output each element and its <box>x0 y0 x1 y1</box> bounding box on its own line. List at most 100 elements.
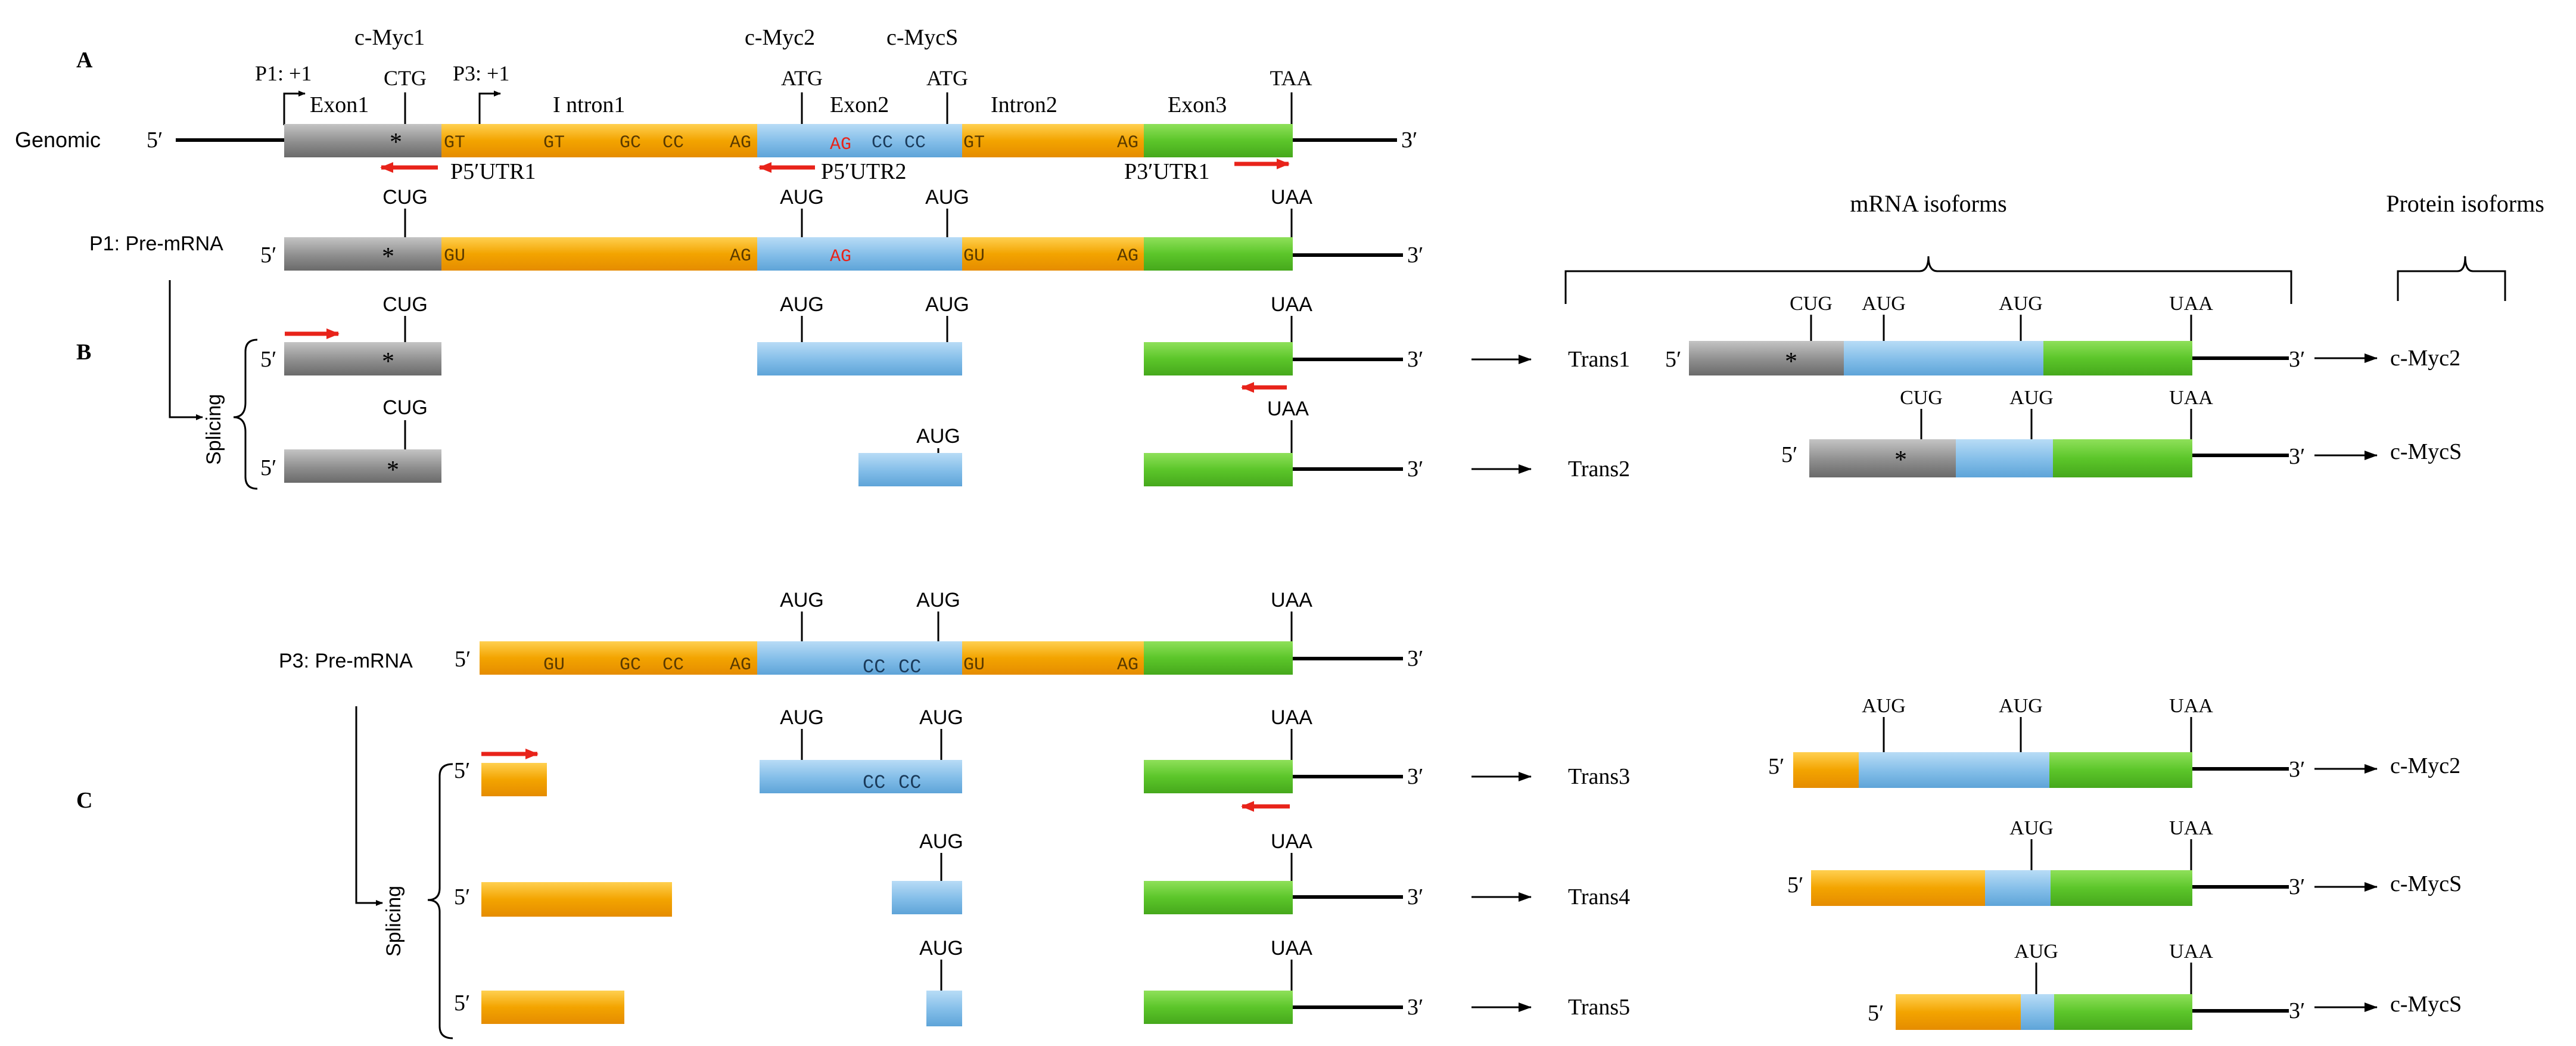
promoter-p1-label: P1: +1 <box>255 61 312 85</box>
p1-ag-2: AG <box>1117 246 1138 266</box>
promoter-p3-label: P3: +1 <box>453 61 509 85</box>
c2-three-prime: 3′ <box>1407 884 1423 910</box>
exon2-label: Exon2 <box>830 92 889 117</box>
intron1-box <box>441 124 757 157</box>
c3-iso-three-prime: 3′ <box>2289 998 2305 1023</box>
c3-5utr <box>481 991 624 1024</box>
c1-exon3 <box>1144 760 1293 793</box>
p3-splicing-arrow <box>355 706 383 906</box>
c-row-trans4: AUG UAA 5′ 3′ Trans4 AUG UAA 5′ 3′ c-Myc… <box>454 817 2462 917</box>
b1-iso-green <box>2043 341 2192 375</box>
c1-uaa-label: UAA <box>1271 706 1312 729</box>
exon2-box <box>757 124 962 157</box>
motif-cc-1: CC <box>662 133 684 153</box>
c1-cc-2: CC <box>898 772 921 794</box>
p3-splicing-label: Splicing <box>382 886 405 957</box>
c3-exon2 <box>926 991 962 1026</box>
c3-uaa-label: UAA <box>1271 937 1312 960</box>
c1-aug-label-1: AUG <box>780 706 824 729</box>
mrna-isoforms-header: mRNA isoforms <box>1850 190 2006 217</box>
c2-trans-label: Trans4 <box>1568 884 1630 910</box>
b1-cug-label: CUG <box>382 293 428 316</box>
b2-iso-gray <box>1809 439 1956 477</box>
p3-gc: GC <box>620 655 641 675</box>
c2-iso-uaa-label: UAA <box>2169 817 2213 839</box>
b1-uaa-label: UAA <box>1271 293 1312 316</box>
c1-three-prime: 3′ <box>1407 764 1423 789</box>
exon1-label: Exon1 <box>310 92 369 117</box>
p1-intron2 <box>962 237 1144 271</box>
motif-gc: GC <box>620 133 641 153</box>
c1-iso-orange <box>1793 752 1859 788</box>
b2-iso-star: * <box>1894 446 1907 474</box>
b2-iso-aug-label: AUG <box>2009 387 2054 409</box>
b-row-trans1: CUG AUG AUG UAA 5′ * 3′ Trans1 CUG AUG A… <box>260 293 2460 393</box>
panel-label-a: A <box>76 48 93 73</box>
c1-trans-label: Trans3 <box>1568 764 1630 789</box>
c3-five-prime: 5′ <box>454 991 470 1016</box>
b1-iso-aug-label-1: AUG <box>1862 293 1906 315</box>
p1-aug-label-2: AUG <box>925 186 969 209</box>
c2-iso-green <box>2051 870 2192 906</box>
p3-ag-1: AG <box>730 655 751 675</box>
b1-star: * <box>382 348 394 375</box>
p1-pre-mrna-label: P1: Pre-mRNA <box>89 232 223 255</box>
genomic-five-prime: 5′ <box>147 128 163 153</box>
p1-gu-1: GU <box>444 246 465 266</box>
b2-exon3 <box>1144 453 1293 486</box>
p1-exon2 <box>757 237 962 271</box>
p1-uaa-label: UAA <box>1271 186 1312 209</box>
c-row-trans5: AUG UAA 5′ 3′ Trans5 AUG UAA 5′ 3′ c-Myc… <box>454 937 2462 1030</box>
motif-gt-1: GT <box>444 133 465 153</box>
b1-aug-label-1: AUG <box>780 293 824 316</box>
primer-p3utr1-label: P3′UTR1 <box>1124 159 1209 184</box>
p1-splicing-arrow <box>169 280 203 420</box>
c2-iso-orange <box>1811 870 1985 906</box>
intron2-box <box>962 124 1144 157</box>
p1-pre-mrna: CUG AUG AUG UAA P1: Pre-mRNA 5′ 3′ * GU … <box>89 186 1423 490</box>
b2-iso-cug-label: CUG <box>1900 387 1943 409</box>
p3-gu-2: GU <box>963 655 985 675</box>
p1-gu-2: GU <box>963 246 985 266</box>
c2-aug-label: AUG <box>919 830 963 853</box>
p3-exon2 <box>757 641 962 675</box>
b2-three-prime: 3′ <box>1407 457 1423 482</box>
protein-isoforms-brace <box>2397 256 2506 301</box>
p1-five-prime: 5′ <box>260 243 276 268</box>
p3-gu: GU <box>543 655 565 675</box>
c1-protein-label: c-Myc2 <box>2390 753 2460 778</box>
c3-iso-blue <box>2021 994 2054 1030</box>
p3-5utr <box>480 641 757 675</box>
c3-aug-label: AUG <box>919 937 963 960</box>
exon3-label: Exon3 <box>1168 92 1227 117</box>
b1-iso-uaa-label: UAA <box>2169 293 2213 315</box>
b1-iso-aug-label-2: AUG <box>1999 293 2043 315</box>
c2-uaa-label: UAA <box>1271 830 1312 853</box>
p3-three-prime: 3′ <box>1407 646 1423 671</box>
p1-three-prime: 3′ <box>1407 243 1423 268</box>
p3-cc-1: CC <box>662 655 684 675</box>
p1-exon3 <box>1144 237 1293 271</box>
cmycs-label: c-MycS <box>886 25 958 50</box>
c2-protein-label: c-MycS <box>2390 871 2462 896</box>
p1-cug-label: CUG <box>382 186 428 209</box>
b1-trans-label: Trans1 <box>1568 347 1630 372</box>
b1-iso-star: * <box>1785 348 1797 375</box>
c1-five-prime: 5′ <box>454 758 470 783</box>
c3-iso-green <box>2054 994 2192 1030</box>
atg-label-2: ATG <box>926 66 968 90</box>
c2-iso-aug-label: AUG <box>2009 817 2054 839</box>
motif-ag-2: AG <box>1117 133 1138 153</box>
taa-label: TAA <box>1270 66 1312 90</box>
c2-5utr <box>481 882 672 917</box>
c3-exon3 <box>1144 991 1293 1024</box>
c1-exon2 <box>760 760 962 793</box>
b2-iso-uaa-label: UAA <box>2169 387 2213 409</box>
p3-pre-mrna-label: P3: Pre-mRNA <box>279 650 413 672</box>
p3-exon3 <box>1144 641 1293 675</box>
c3-protein-label: c-MycS <box>2390 992 2462 1017</box>
genomic-star: * <box>390 129 402 156</box>
primer-p5utr2-label: P5′UTR2 <box>821 159 906 184</box>
p1-splicing-label: Splicing <box>203 394 225 465</box>
b-row-trans2: CUG AUG UAA 5′ * 3′ Trans2 CUG AUG UAA 5… <box>260 387 2462 486</box>
